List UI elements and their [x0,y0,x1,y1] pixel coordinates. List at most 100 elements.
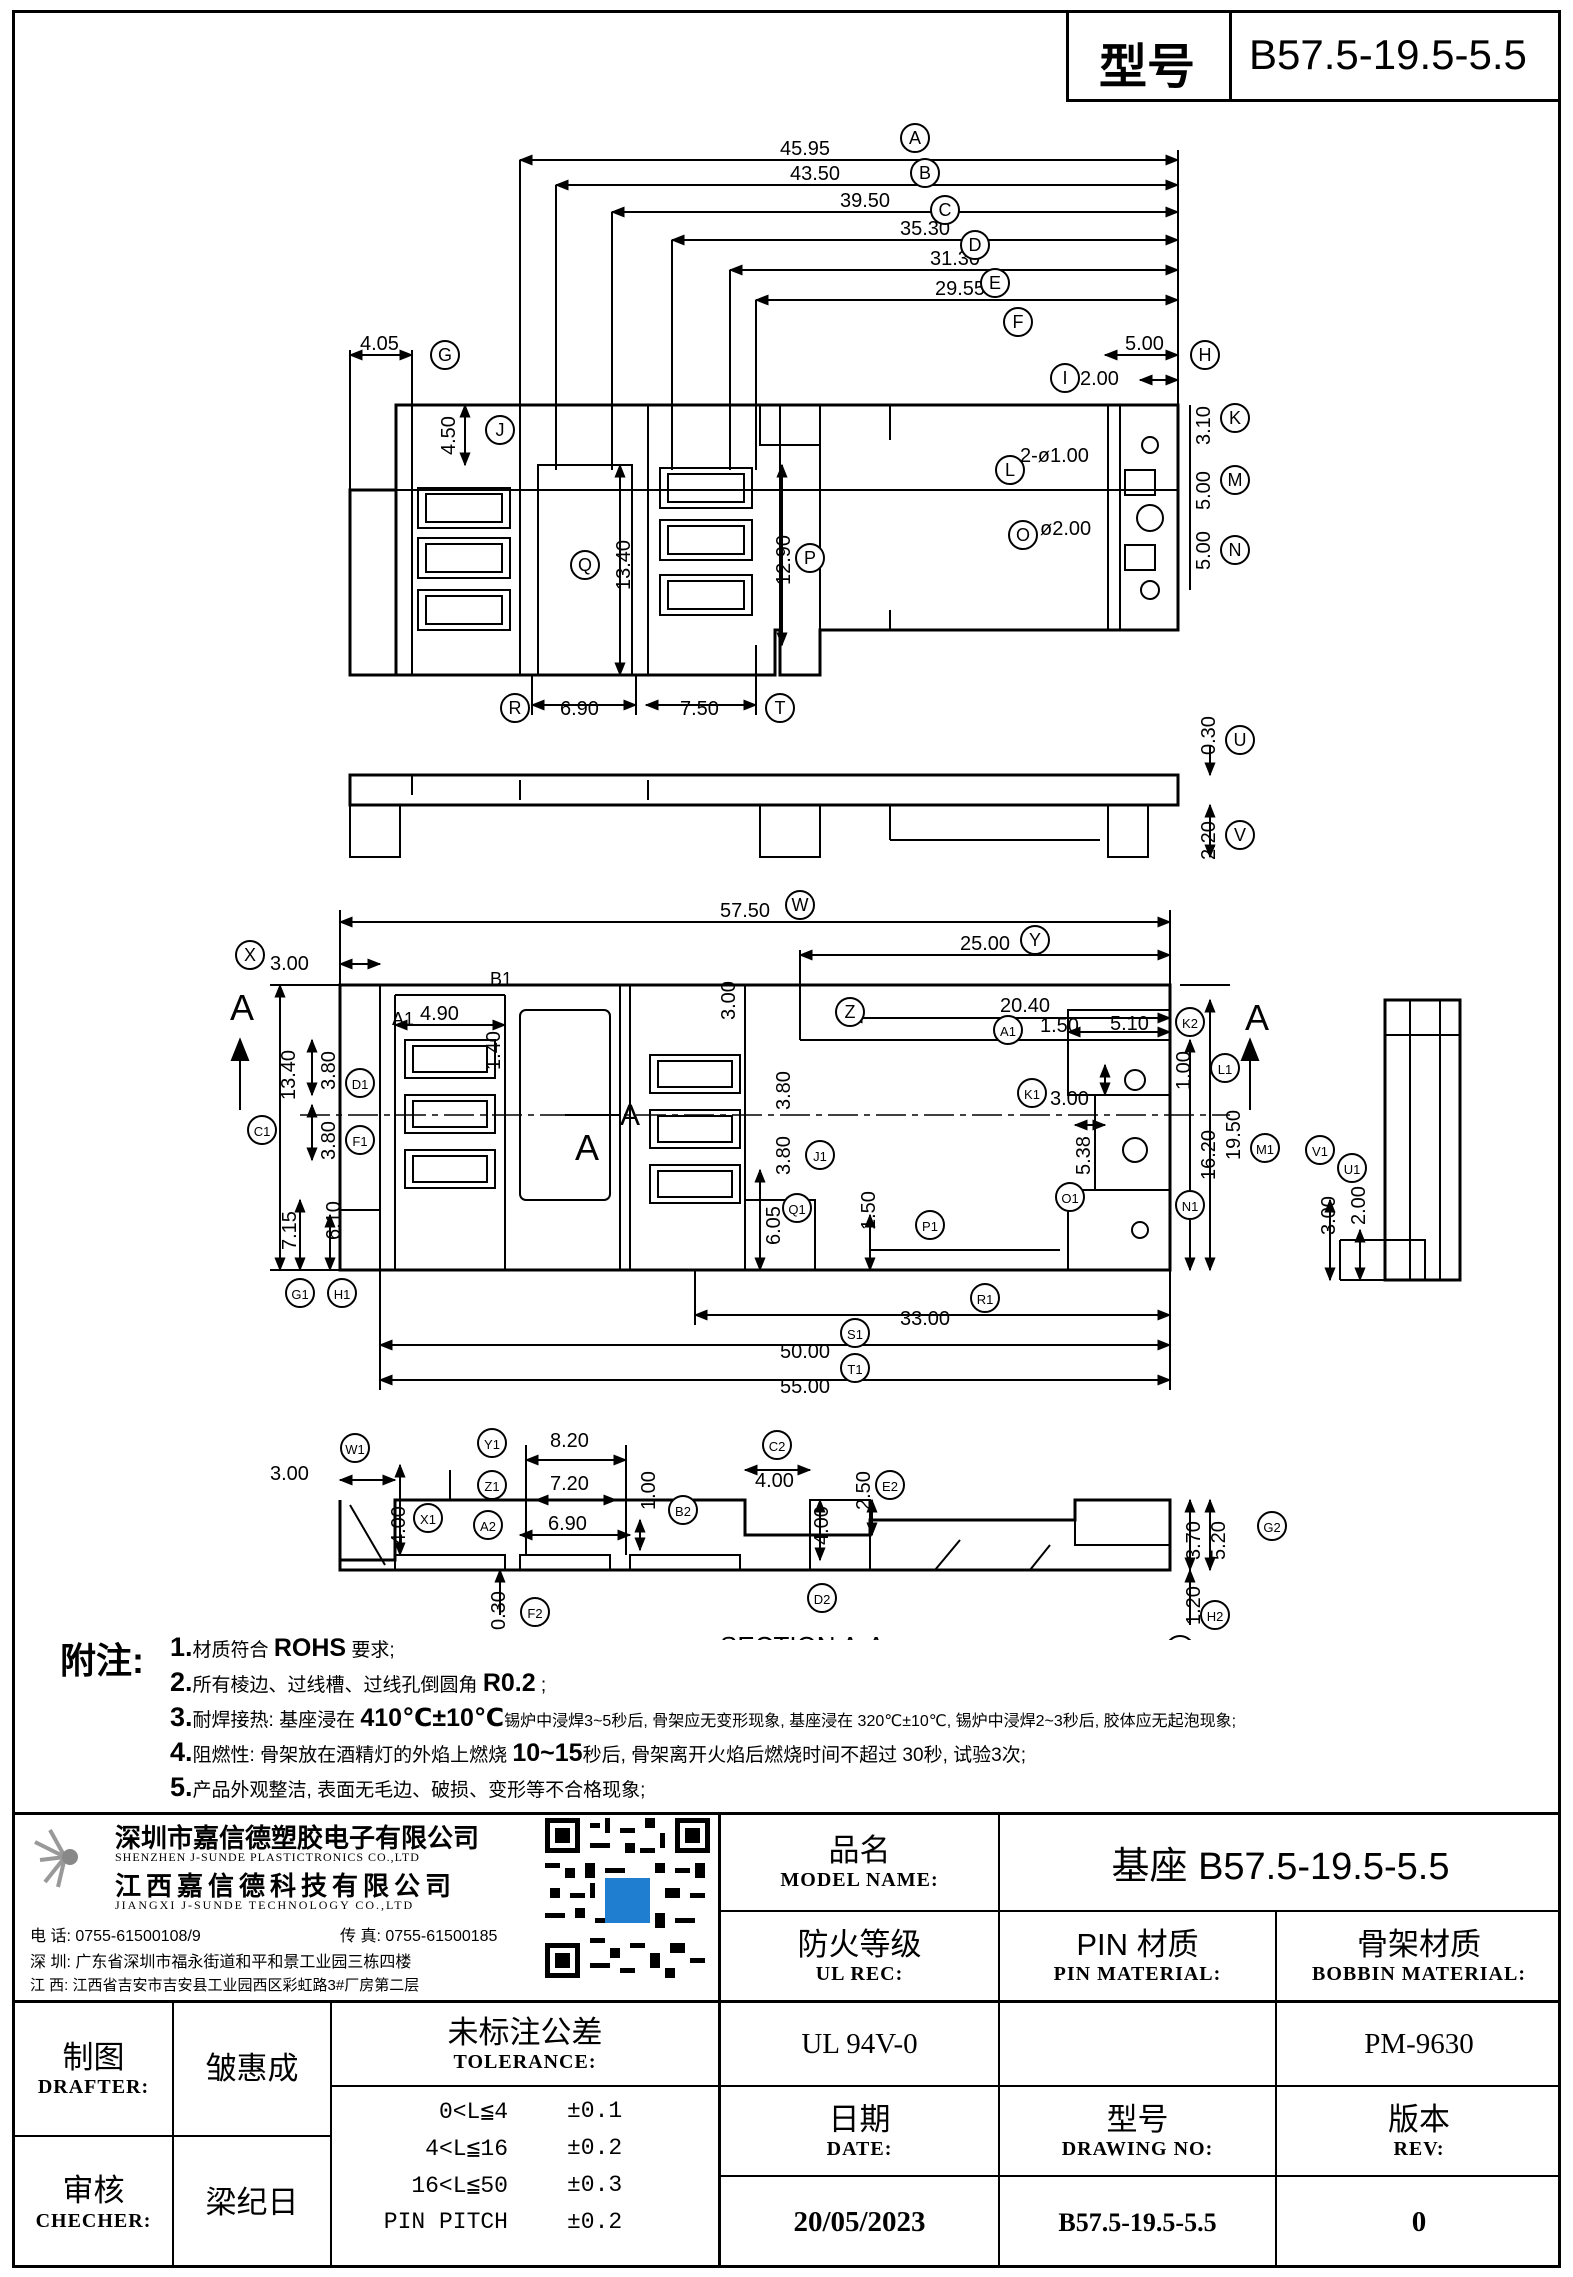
tol-value-1: ±0.1 [567,2098,623,2124]
model-name-label: 品名 MODEL NAME: [721,1814,998,1910]
bobbin-en: BOBBIN MATERIAL: [1312,1963,1526,1986]
date-cn: 日期 [828,2101,891,2137]
header-model-box: 型号 B57.5-19.5-5.5 [1066,10,1561,102]
header-divider [1229,13,1232,99]
balloon-e2 [875,1470,905,1500]
note-5: 5.产品外观整洁, 表面无毛边、破损、变形等不合格现象; [170,1772,645,1803]
tolerance-label: 未标注公差 TOLERANCE: [332,2003,718,2085]
note-4: 4.阻燃性: 骨架放在酒精灯的外焰上燃烧 10~15秒后, 骨架离开火焰后燃烧时… [170,1737,1026,1768]
balloon-label-w1: W1 [345,1442,365,1457]
tb-line-h6 [330,2085,718,2087]
date-label: 日期 DATE: [721,2087,998,2175]
balloon-a2 [473,1510,503,1540]
balloon-label-u: U [1234,730,1247,750]
balloon-label-g: G [438,345,452,365]
dim-H1: 6.10 [323,1201,345,1240]
balloon-f1 [345,1125,375,1155]
company-logo [30,1822,100,1892]
balloon-label-j: J [496,420,505,440]
qr-code[interactable] [545,1818,710,1978]
bobbin-value: PM-9630 [1277,2003,1561,2085]
tol-range-4: PIN PITCH [383,2209,508,2235]
balloon-label-q: Q [578,555,592,575]
balloon-d1 [345,1068,375,1098]
balloon-q1 [782,1193,812,1223]
balloon-label-h: H [1199,345,1212,365]
bobbin-value-text: PM-9630 [1364,2027,1474,2060]
balloon-r1 [970,1283,1000,1313]
balloon-f2 [520,1597,550,1627]
dim-G2b: 3.70 [1183,1521,1205,1560]
tol-range-3: 16<L≦50 [411,2173,508,2199]
balloon-w [785,890,815,920]
balloon-label-c: C [939,200,952,220]
balloon-h1 [327,1278,357,1308]
tb-line-h4 [718,2175,1561,2177]
dim-L2: 1.50 [1040,1015,1079,1037]
balloon-j1 [805,1140,835,1170]
balloon-n1 [1175,1190,1205,1220]
balloon-z1 [477,1470,507,1500]
dim-I1: 3.80 [773,1071,795,1110]
balloon-a [900,123,930,153]
dim-Y: 25.00 [960,933,1010,955]
pin-material-label: PIN 材质 PIN MATERIAL: [1000,1912,1275,2000]
balloon-x [235,940,265,970]
balloon-j [485,415,515,445]
balloon-f [1003,307,1033,337]
a1-label: A1 [392,1009,414,1029]
drawing-no-label: 型号 DRAWING NO: [1000,2087,1275,2175]
balloon-i [1050,363,1080,393]
header-label: 型号 [1099,41,1196,94]
dwg-en: DRAWING NO: [1061,2138,1214,2161]
balloon-label-h2: H2 [1207,1609,1224,1624]
dim-C2: 4.00 [755,1470,794,1492]
balloon-label-r: R [509,698,522,718]
note-4-bold: 10~15 [512,1739,583,1767]
balloon-label-a: A [909,128,921,148]
tol-value-3: ±0.3 [567,2172,623,2198]
dim-H2: 1.20 [1183,1586,1205,1625]
balloon-label-t: T [775,698,786,718]
top-view [348,150,1191,715]
balloon-b [910,158,940,188]
tb-line-h1 [718,1910,1561,1912]
dim-K: 3.10 [1193,406,1215,445]
balloon-label-d1: D1 [352,1077,369,1092]
dim-G: 4.05 [360,333,399,355]
dim-L1: 1.00 [1173,1051,1195,1090]
dim-B2: 1.00 [638,1471,660,1510]
balloon-l1 [1210,1053,1240,1083]
dim-E2: 2.50 [853,1471,875,1510]
side-view [348,745,1216,859]
tb-line-v2 [998,1812,1000,2268]
tol-value-4: ±0.2 [567,2209,623,2235]
balloon-q [570,550,600,580]
balloon-o1 [1055,1182,1085,1212]
pin-cn: PIN 材质 [1076,1926,1199,1962]
balloon-label-d2: D2 [814,1592,831,1607]
balloon-label-z: Z [845,1002,856,1022]
dim-V: 2.20 [1198,821,1220,860]
balloon-l [995,455,1025,485]
ul-value-text: UL 94V-0 [801,2027,918,2060]
note-3-num: 3. [170,1702,193,1732]
section-letter-left: A [230,987,254,1028]
tb-line-h5 [12,2135,330,2137]
balloon-h [1190,340,1220,370]
note-1-bold: ROHS [273,1634,347,1662]
company-en-1: SHENZHEN J-SUNDE PLASTICTRONICS CO.,LTD [115,1850,420,1864]
note-2-post: ; [535,1675,547,1696]
ul-en: UL REC: [815,1963,904,1986]
note-5-pre: 产品外观整洁, 表面无毛边、破损、变形等不合格现象; [192,1780,646,1801]
balloon-d [960,230,990,260]
section-title: SECTION A-A [720,1631,885,1640]
balloon-label-a2: A2 [480,1519,496,1534]
section-letter-mid1: A [575,1127,599,1168]
note-4-num: 4. [170,1737,193,1767]
note-1-pre: 材质符合 [192,1640,274,1661]
balloon-label-l: L [1005,460,1015,480]
balloon-o [1008,520,1038,550]
balloon-k1 [1017,1078,1047,1108]
dim-Q: 13.40 [613,540,635,590]
